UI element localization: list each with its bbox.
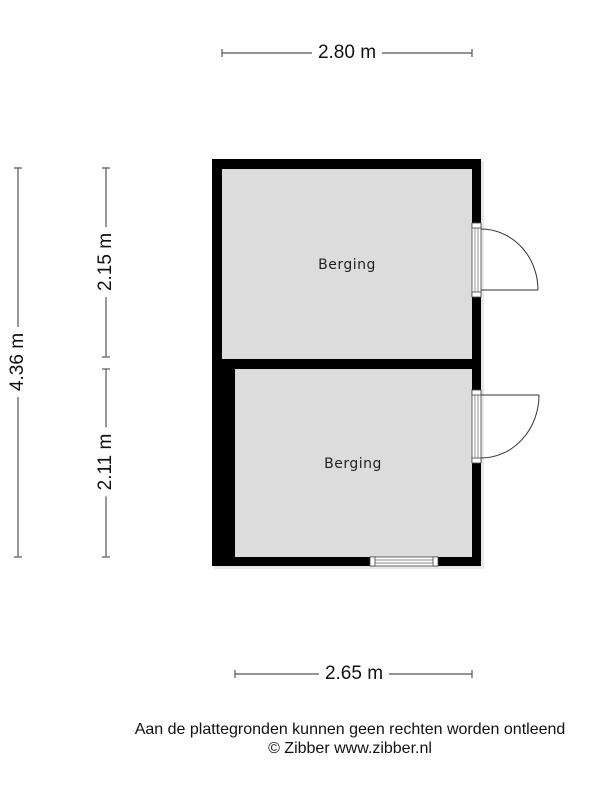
room-label-lower: Berging [324,456,382,472]
dimension-label-lower-room-height: 2.11 m [95,427,117,497]
room-label-upper: Berging [318,257,376,273]
door-lower [471,389,540,464]
room-lower-berging [235,369,472,557]
dimension-label-bottom-width: 2.65 m [318,663,390,685]
dimension-label-upper-room-height: 2.15 m [95,226,117,298]
door-upper [471,222,539,298]
footer-copyright: © Zibber www.zibber.nl [268,740,432,757]
room-upper-berging [222,169,472,359]
dimension-label-top-width: 2.80 m [311,42,383,64]
dimension-label-total-height: 4.36 m [7,326,29,398]
window-bottom [369,556,439,567]
footer-disclaimer: Aan de plattegronden kunnen geen rechten… [134,721,566,738]
